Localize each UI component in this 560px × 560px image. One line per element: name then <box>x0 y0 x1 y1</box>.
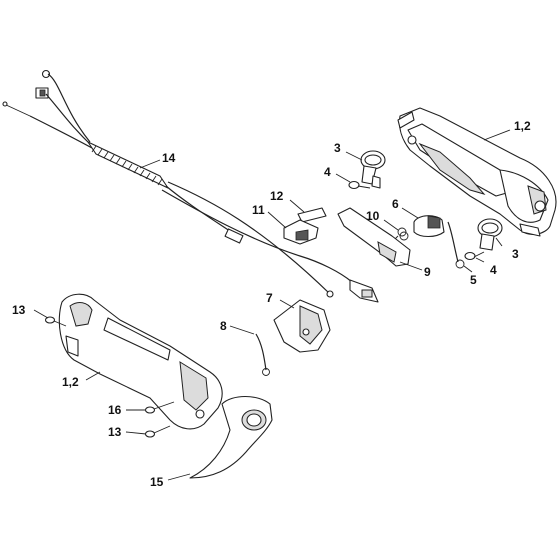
callout-11: 11 <box>252 203 265 217</box>
callout-13-lower: 13 <box>108 425 122 439</box>
callout-3-lower: 3 <box>512 247 519 261</box>
part-interlock-lever[interactable] <box>413 215 445 238</box>
callout-12: 12 <box>270 189 284 203</box>
part-screw-lower[interactable] <box>464 251 485 261</box>
part-stop-switch-11[interactable] <box>283 219 319 245</box>
callout-9: 9 <box>424 265 431 279</box>
part-clamp-lower[interactable] <box>477 218 503 251</box>
callout-4-lower: 4 <box>490 263 497 277</box>
part-handle-housing-lower[interactable] <box>58 293 223 430</box>
part-handle-housing-upper[interactable] <box>397 107 557 237</box>
callout-4-upper: 4 <box>324 165 331 179</box>
part-throttle-trigger[interactable] <box>337 207 411 267</box>
callout-6: 6 <box>392 197 399 211</box>
callout-10: 10 <box>366 209 380 223</box>
callout-1-2-upper: 1,2 <box>514 119 531 133</box>
part-screw-upper[interactable] <box>348 180 371 190</box>
part-switch-housing-7[interactable] <box>273 299 331 353</box>
callout-8: 8 <box>220 319 227 333</box>
part-clamp-upper[interactable] <box>360 150 386 189</box>
part-wiring-harness[interactable] <box>2 69 379 303</box>
callout-1-2-lower: 1,2 <box>62 375 79 389</box>
part-guard-15[interactable] <box>189 395 273 479</box>
leader-lines <box>33 129 511 481</box>
callout-3-upper: 3 <box>334 141 341 155</box>
callout-7: 7 <box>266 291 273 305</box>
callout-15: 15 <box>150 475 164 489</box>
part-screw-13-left[interactable] <box>44 316 67 327</box>
callout-16: 16 <box>108 403 122 417</box>
callout-labels: 1,2 3 4 14 12 11 6 10 3 4 5 9 7 13 8 1,2… <box>12 119 531 489</box>
callout-14: 14 <box>162 151 176 165</box>
part-slide-12[interactable] <box>297 207 327 223</box>
callout-5: 5 <box>470 273 477 287</box>
cable-ferrule <box>224 228 244 244</box>
part-screw-13-lower[interactable] <box>144 425 171 438</box>
ring-terminal <box>41 69 51 79</box>
callout-13-left: 13 <box>12 303 26 317</box>
spiral-sleeve <box>87 141 169 189</box>
part-spring-5[interactable] <box>447 221 465 269</box>
part-spring-8[interactable] <box>255 333 270 376</box>
